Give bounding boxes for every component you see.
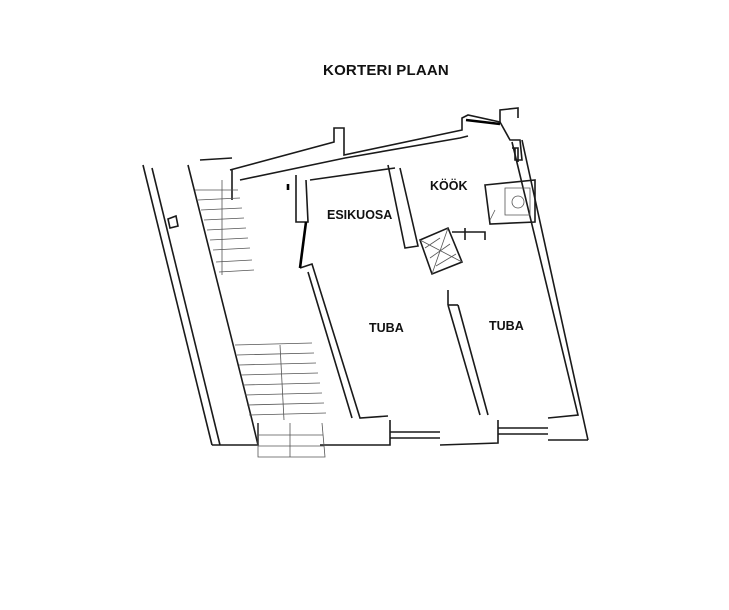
room-label-tuba-left: TUBA	[369, 321, 404, 335]
emphasis-lines	[286, 118, 501, 269]
room-label-kook: KÖÖK	[430, 179, 468, 193]
stairwell	[167, 157, 327, 458]
room-label-esikuosa: ESIKUOSA	[327, 208, 393, 222]
apartment-walls	[229, 107, 589, 441]
room-label-tuba-right: TUBA	[489, 319, 524, 333]
plan-title: KORTERI PLAAN	[323, 62, 449, 79]
chimney-symbol	[418, 226, 464, 276]
